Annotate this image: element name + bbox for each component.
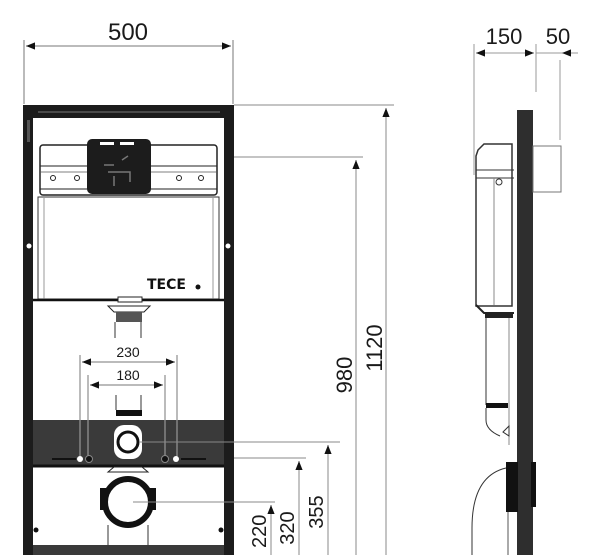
- cistern-body: TECE: [33, 196, 224, 302]
- button-offset-label: 50: [546, 24, 570, 49]
- width-dimension: 500: [23, 19, 234, 104]
- cistern-height-label: 980: [332, 357, 357, 394]
- height-dimensions: 1120 980 355 320 220: [133, 104, 394, 555]
- total-height-label: 1120: [362, 324, 387, 371]
- front-view: 500: [23, 19, 394, 555]
- rail-height-label: 320: [277, 511, 299, 544]
- supply-height-label: 355: [306, 495, 328, 528]
- flush-pipe: [106, 296, 152, 416]
- frame: [23, 105, 234, 555]
- flush-plate: [532, 145, 562, 193]
- supply-connection: [116, 430, 140, 454]
- width-label: 500: [108, 19, 148, 46]
- cistern-top: [39, 139, 218, 196]
- drain-bend: [506, 462, 518, 512]
- drain-height-label: 220: [249, 515, 271, 548]
- drain-outlet: [33, 466, 224, 555]
- inner-spacing-label: 180: [116, 367, 140, 383]
- flush-valve-block: [87, 139, 151, 194]
- outer-spacing-label: 230: [116, 344, 140, 360]
- side-view: 150 50: [471, 24, 578, 555]
- cistern-side: [471, 143, 536, 555]
- mounting-rail: [33, 420, 224, 468]
- tece-logo: TECE: [147, 277, 186, 293]
- depth-label: 150: [486, 24, 523, 49]
- spacing-dimensions: 230 180: [79, 344, 178, 460]
- depth-dimensions: 150 50: [473, 24, 578, 175]
- side-frame-profile: [517, 110, 533, 555]
